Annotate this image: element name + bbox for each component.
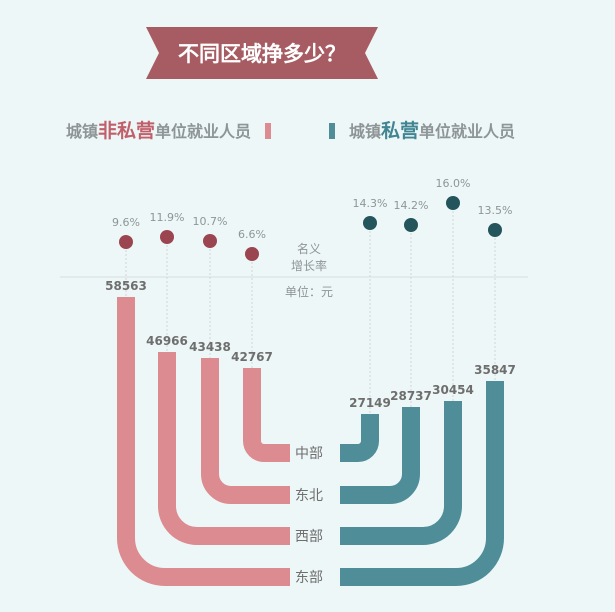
growth-label: 6.6% (238, 228, 266, 241)
legend-highlight: 私营 (381, 120, 420, 142)
value-label: 58563 (105, 279, 147, 293)
growth-dot (404, 218, 418, 232)
growth-label: 14.2% (394, 199, 429, 212)
growth-label: 16.0% (436, 177, 471, 190)
growth-dot (245, 247, 259, 261)
bar-1-1 (340, 401, 462, 545)
value-label: 35847 (474, 363, 516, 377)
legend-swatch-teal (329, 123, 335, 139)
growth-label: 13.5% (478, 204, 513, 217)
region-label-0: 东部 (295, 570, 323, 586)
bar-1-3 (340, 414, 379, 462)
region-label-1: 西部 (295, 529, 323, 545)
growth-dot (446, 196, 460, 210)
legend-suffix: 单位就业人员 (155, 122, 252, 141)
bar-0-3 (243, 368, 290, 462)
growth-label: 10.7% (193, 215, 228, 228)
legend-non-private: 城镇非私营单位就业人员 (66, 116, 271, 143)
legend-highlight: 非私营 (98, 120, 156, 142)
region-label-2: 东北 (295, 488, 323, 504)
bar-0-1 (158, 352, 290, 545)
growth-dot (203, 234, 217, 248)
growth-label: 11.9% (150, 211, 185, 224)
value-label: 42767 (231, 350, 273, 364)
legend-swatch-pink (264, 123, 271, 139)
legend-suffix: 单位就业人员 (419, 122, 516, 141)
growth-label: 9.6% (112, 216, 140, 229)
growth-label-line2: 增长率 (291, 258, 327, 273)
value-label: 27149 (349, 396, 391, 410)
chart-title: 不同区域挣多少？ (178, 42, 346, 66)
growth-dot (363, 216, 377, 230)
value-label: 43438 (189, 340, 231, 354)
region-label-3: 中部 (295, 446, 323, 462)
bar-1-2 (340, 407, 420, 504)
value-label: 28737 (390, 389, 432, 403)
bar-0-2 (201, 358, 290, 504)
legend-prefix: 城镇 (349, 122, 382, 141)
value-label: 30454 (432, 383, 474, 397)
growth-label: 14.3% (353, 197, 388, 210)
legend-private: 城镇私营单位就业人员 (329, 116, 515, 143)
growth-dot (160, 230, 174, 244)
unit-label: 单位：元 (285, 284, 333, 299)
title-ribbon (146, 27, 378, 79)
bar-0-0 (117, 297, 290, 586)
growth-label-line1: 名义 (297, 241, 321, 256)
bar-1-0 (340, 381, 504, 586)
growth-dot (119, 235, 133, 249)
growth-dot (488, 223, 502, 237)
value-label: 46966 (146, 334, 188, 348)
legend-prefix: 城镇 (66, 122, 99, 141)
